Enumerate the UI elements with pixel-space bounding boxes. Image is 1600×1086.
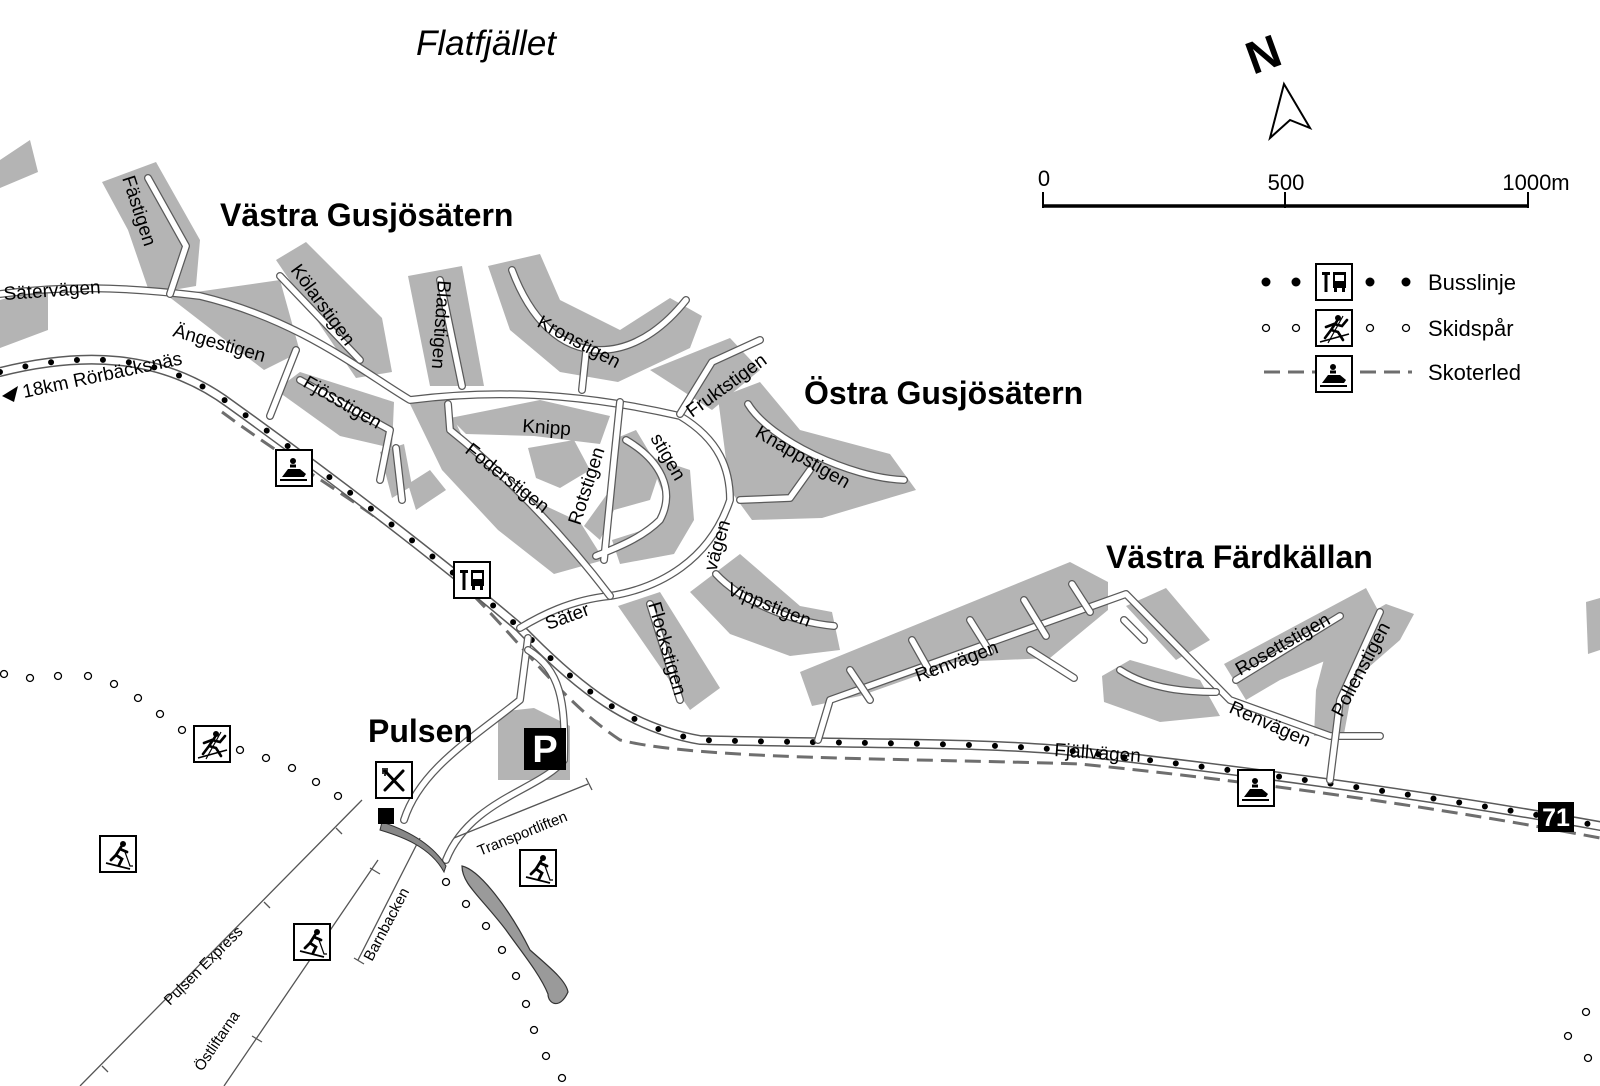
downhill-ski-icon: [292, 922, 332, 962]
district-pulsen: Pulsen: [368, 713, 473, 749]
snowmobile-icon: [1314, 354, 1354, 394]
cross-country-ski-icon: [1314, 308, 1354, 348]
district-ostra-gusjosatern: Östra Gusjösätern: [804, 375, 1083, 411]
legend-label: Busslinje: [1428, 270, 1516, 295]
road-number: 71: [1542, 804, 1570, 832]
restaurant-icon: [374, 760, 414, 800]
cross-country-ski-icon: [192, 724, 232, 764]
road-number-badge: 71: [1538, 802, 1574, 832]
ski-lifts: [79, 777, 593, 1086]
ski-trail-dots: [0, 669, 1593, 1083]
bus-stop-icon: [1315, 263, 1353, 301]
parking-icon: P: [524, 728, 566, 771]
map-title: Flatfjället: [416, 24, 557, 63]
direction-arrow-icon: [2, 386, 18, 402]
street-label: Knipp: [522, 416, 572, 440]
legend-label: Skoterled: [1428, 360, 1521, 385]
north-arrow: N: [1239, 24, 1313, 141]
lift-labels: Transportliften Barnbacken Pulsen Expres…: [161, 808, 570, 1074]
lift-label: Barnbacken: [361, 885, 414, 964]
downhill-ski-icon: [98, 834, 138, 874]
bus-stop-icon: [453, 561, 491, 599]
legend-label: Skidspår: [1428, 316, 1514, 341]
street-label: Sätervägen: [3, 277, 101, 305]
scale-bar: 0 500 1000m: [1038, 166, 1570, 208]
scale-tick-label: 500: [1268, 170, 1305, 195]
lift-label: Östliftarna: [190, 1007, 244, 1074]
scale-tick-label: 1000m: [1502, 170, 1569, 195]
district-vastra-gusjosatern: Västra Gusjösätern: [220, 197, 513, 233]
legend: Busslinje Skidspår Skoterled: [1261, 263, 1521, 394]
parking-label: P: [532, 729, 557, 771]
scale-tick-label: 0: [1038, 166, 1050, 191]
lift-label: Pulsen Express: [161, 923, 247, 1009]
snowmobile-icon: [1236, 768, 1276, 808]
north-arrow-icon: [1268, 81, 1313, 141]
snowmobile-icon: [274, 448, 314, 488]
district-vastra-fardkallan: Västra Färdkällan: [1106, 539, 1373, 575]
roads: [0, 174, 1600, 864]
north-label: N: [1239, 24, 1288, 84]
downhill-ski-icon: [518, 848, 558, 888]
